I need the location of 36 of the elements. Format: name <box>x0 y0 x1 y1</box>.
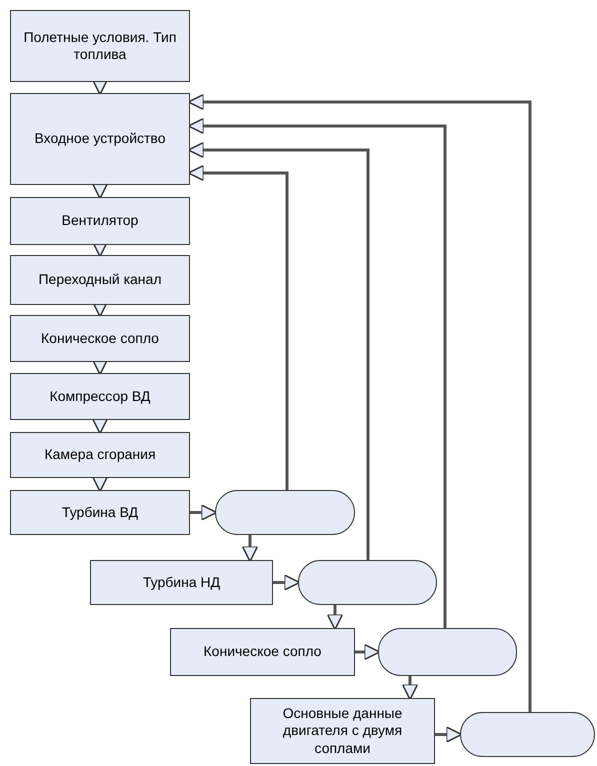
arrow <box>92 182 108 200</box>
process-box <box>170 628 355 676</box>
box-label: Входное устройство <box>34 130 166 148</box>
process-box <box>90 560 273 605</box>
arrow <box>242 535 258 562</box>
box-label: Полетные условия. Тип топлива <box>22 28 178 64</box>
arrow <box>435 726 462 743</box>
box-label: Коническое сопло <box>41 330 159 348</box>
arrow <box>355 644 380 660</box>
arrow <box>273 574 300 591</box>
rounded-terminal <box>378 628 517 676</box>
process-box <box>10 315 190 362</box>
process-box <box>10 93 190 185</box>
rounded-terminal <box>460 712 595 757</box>
process-box <box>10 255 190 305</box>
process-box <box>10 490 190 535</box>
box-label: Турбина ВД <box>62 504 138 522</box>
box-label: Коническое сопло <box>204 643 322 661</box>
box-label: Основные данные двигателя с двумя соплами <box>282 704 404 758</box>
box-label: Турбина НД <box>142 574 220 592</box>
box-label: Вентилятор <box>62 212 138 230</box>
process-box <box>10 432 190 478</box>
box-label: Переходный канал <box>38 271 162 289</box>
process-box <box>10 10 190 82</box>
process-box <box>10 373 190 420</box>
arrow <box>402 676 418 700</box>
box-label: Камера сгорания <box>44 446 156 464</box>
rounded-terminal <box>298 560 437 605</box>
arrow <box>92 418 108 434</box>
process-box <box>250 698 435 764</box>
arrow <box>326 605 344 630</box>
process-box <box>10 197 190 245</box>
rounded-terminal <box>215 490 355 535</box>
box-label: Компрессор ВД <box>50 388 150 406</box>
arrow <box>92 476 108 492</box>
arrow <box>190 504 218 521</box>
